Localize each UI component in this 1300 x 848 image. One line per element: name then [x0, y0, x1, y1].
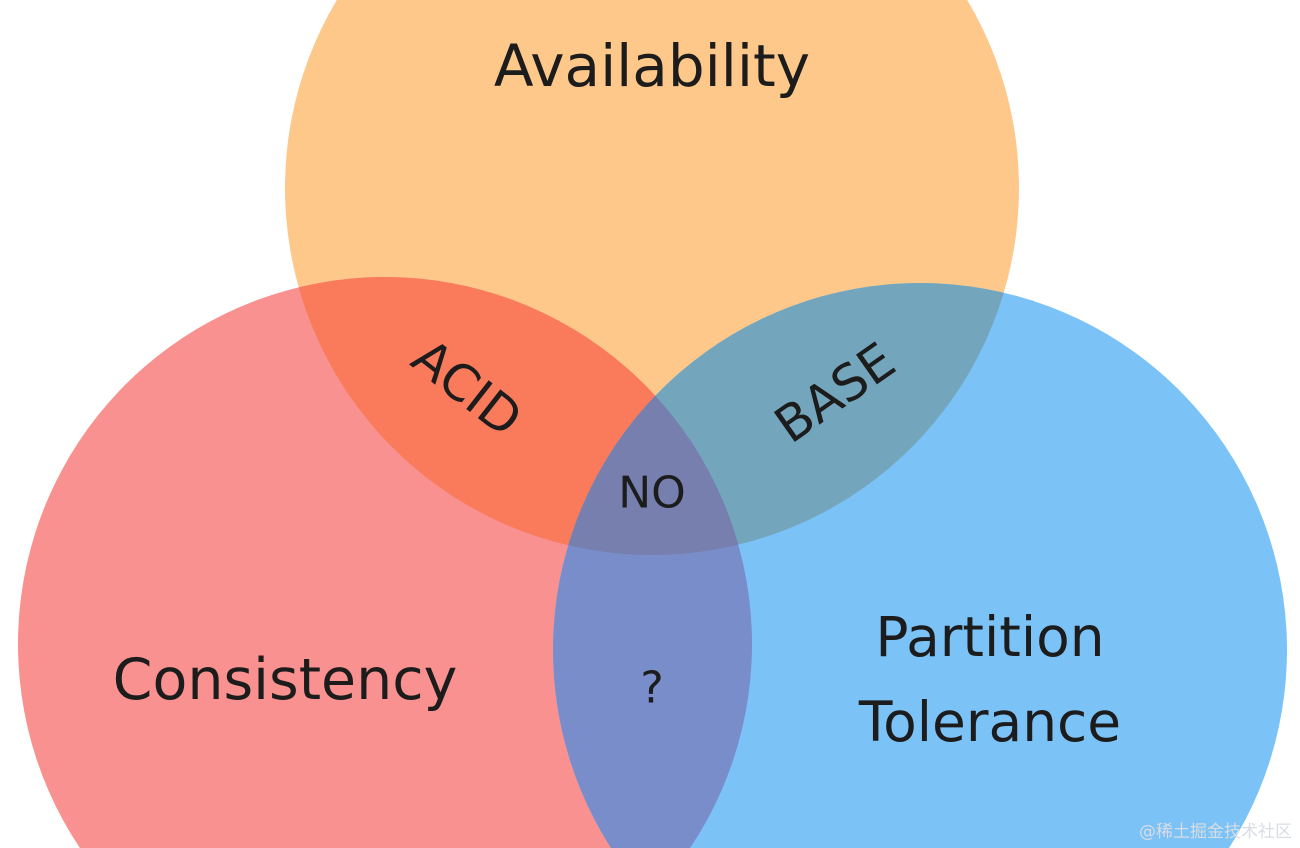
- base-region: [553, 283, 1020, 555]
- availability-label: Availability: [494, 32, 810, 100]
- no-label: NO: [618, 468, 686, 519]
- consistency-label: Consistency: [113, 647, 458, 713]
- watermark: @稀土掘金技术社区: [1139, 822, 1292, 842]
- acid-region: [284, 277, 752, 555]
- question-label: ?: [640, 663, 663, 714]
- partition-label-line2: Tolerance: [858, 690, 1121, 754]
- partition-label-line1: Partition: [875, 605, 1104, 669]
